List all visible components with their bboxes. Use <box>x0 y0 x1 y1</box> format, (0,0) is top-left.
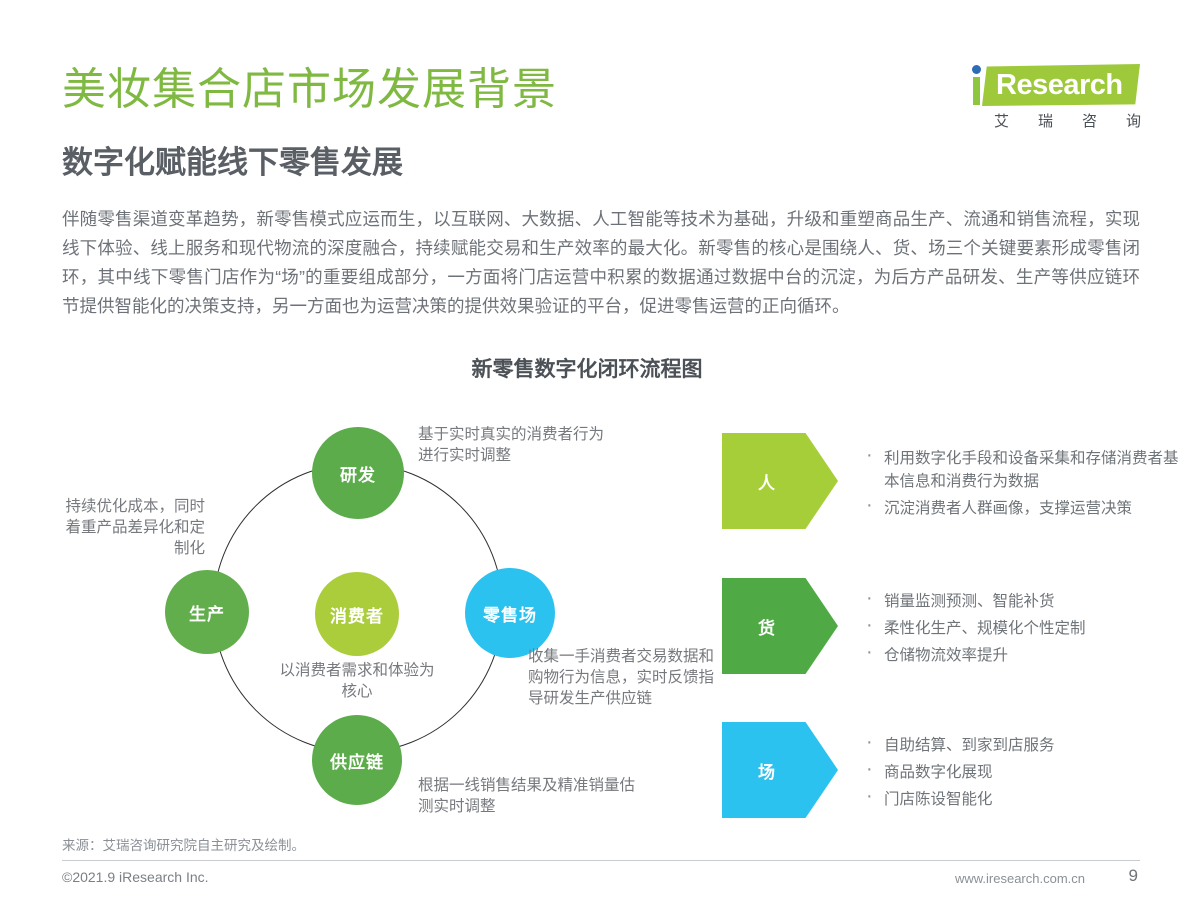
source-note: 来源：艾瑞咨询研究院自主研究及绘制。 <box>62 838 305 853</box>
logo-mark: Research <box>960 62 1142 108</box>
diagram-caption-retail: 收集一手消费者交易数据和购物行为信息，实时反馈指导研发生产供应链 <box>528 648 715 707</box>
arrow-chip-people: 人 <box>722 433 838 529</box>
arrow-bullets-place: 自助结算、到家到店服务 商品数字化展现 门店陈设智能化 <box>862 722 1186 822</box>
arrow-chip-people-label: 人 <box>758 473 775 493</box>
diagram-node-supply-chain: 供应链 <box>312 715 402 805</box>
list-item: 门店陈设智能化 <box>862 785 1186 811</box>
list-item: 自助结算、到家到店服务 <box>862 731 1186 757</box>
list-item: 销量监测预测、智能补货 <box>862 587 1186 613</box>
logo-parallelogram-shape <box>982 64 1140 106</box>
logo-cn-char-3: 咨 <box>1081 113 1098 130</box>
arrow-chip-goods: 货 <box>722 578 838 674</box>
diagram-caption-supply-chain: 根据一线销售结果及精准销量估测实时调整 <box>418 777 636 815</box>
logo-wordmark: Research <box>996 69 1123 101</box>
diagram-node-retail-label: 零售场 <box>483 605 537 625</box>
arrow-row-place: 场 自助结算、到家到店服务 商品数字化展现 门店陈设智能化 <box>716 722 1186 822</box>
diagram-node-rd-label: 研发 <box>340 465 376 485</box>
diagram-node-consumer: 消费者 <box>315 572 399 656</box>
diagram-node-consumer-label: 消费者 <box>330 606 384 626</box>
list-item: 柔性化生产、规模化个性定制 <box>862 614 1186 640</box>
list-item: 利用数字化手段和设备采集和存储消费者基本信息和消费行为数据 <box>862 444 1186 493</box>
diagram-node-production-label: 生产 <box>189 604 225 624</box>
figure-title-text: 新零售数字化闭环流程图 <box>471 358 703 381</box>
diagram-node-retail: 零售场 <box>465 568 555 658</box>
logo-cn-char-1: 艾 <box>994 113 1011 130</box>
arrow-chip-goods-label: 货 <box>758 618 775 638</box>
closed-loop-diagram: 研发 生产 零售场 供应链 消费者 基于实时真实的消费者行为进行实时调整 持续优… <box>60 400 720 840</box>
list-item: 仓储物流效率提升 <box>862 641 1186 667</box>
arrow-bullets-people: 利用数字化手段和设备采集和存储消费者基本信息和消费行为数据 沉淀消费者人群画像，… <box>862 433 1186 533</box>
body-paragraph: 伴随零售渠道变革趋势，新零售模式应运而生，以互联网、大数据、人工智能等技术为基础… <box>62 209 1140 316</box>
logo-letter-i-dot-icon <box>972 65 981 74</box>
list-item: 沉淀消费者人群画像，支撑运营决策 <box>862 494 1186 520</box>
diagram-node-supply-chain-label: 供应链 <box>330 752 384 772</box>
arrow-bullets-goods: 销量监测预测、智能补货 柔性化生产、规模化个性定制 仓储物流效率提升 <box>862 578 1186 678</box>
logo-chinese-name: 艾 瑞 咨 询 <box>994 110 1142 131</box>
diagram-caption-production: 持续优化成本，同时着重产品差异化和定制化 <box>65 498 205 557</box>
footer-page-number: 9 <box>1128 866 1138 885</box>
diagram-caption-consumer: 以消费者需求和体验为核心 <box>279 662 435 700</box>
logo-letter-i-stem <box>973 77 980 105</box>
footer-url: www.iresearch.com.cn <box>954 871 1085 886</box>
footer-divider <box>62 860 1140 861</box>
list-item: 商品数字化展现 <box>862 758 1186 784</box>
diagram-node-rd: 研发 <box>312 427 404 519</box>
arrow-row-people: 人 利用数字化手段和设备采集和存储消费者基本信息和消费行为数据 沉淀消费者人群画… <box>716 433 1186 533</box>
diagram-node-production: 生产 <box>165 570 249 654</box>
figure-title: 新零售数字化闭环流程图 <box>0 353 1200 383</box>
iresearch-logo: Research 艾 瑞 咨 询 <box>960 62 1142 134</box>
footer-copyright: ©2021.9 iResearch Inc. <box>62 869 209 885</box>
page-title: 美妆集合店市场发展背景 <box>62 65 557 114</box>
page-subtitle: 数字化赋能线下零售发展 <box>62 145 403 180</box>
arrow-chip-place-label: 场 <box>758 762 775 782</box>
logo-cn-char-4: 询 <box>1125 113 1142 130</box>
arrow-chip-place: 场 <box>722 722 838 818</box>
diagram-caption-rd: 基于实时真实的消费者行为进行实时调整 <box>418 426 605 464</box>
logo-cn-char-2: 瑞 <box>1037 113 1054 130</box>
arrow-row-goods: 货 销量监测预测、智能补货 柔性化生产、规模化个性定制 仓储物流效率提升 <box>716 578 1186 678</box>
